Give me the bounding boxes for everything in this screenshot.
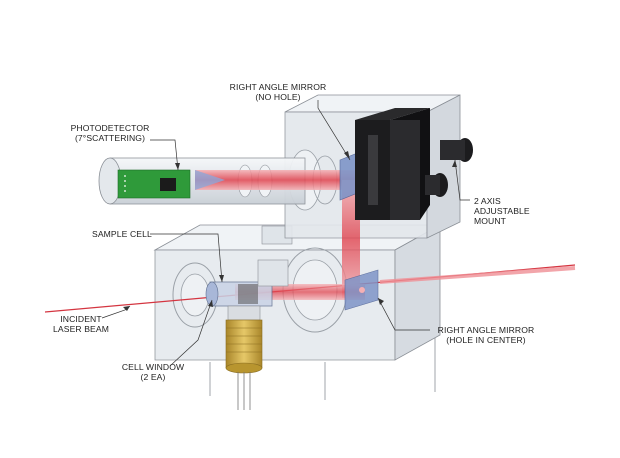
lower-housing-block	[153, 224, 442, 400]
label-photodetector-line2: (7°SCATTERING)	[74, 133, 146, 143]
label-cell-window: CELL WINDOW (2 EA)	[118, 362, 188, 382]
sample-cell	[205, 259, 289, 307]
scattered-beam-horizontal	[195, 170, 360, 190]
leader-lines	[101, 100, 470, 367]
label-mount: 2 AXIS ADJUSTABLE MOUNT	[474, 196, 554, 226]
label-mirror-top-line1: RIGHT ANGLE MIRROR	[229, 82, 327, 92]
photodetector-pcb	[117, 169, 191, 199]
label-incident-line2: LASER BEAM	[53, 324, 109, 334]
label-photodetector-line1: PHOTODETECTOR	[70, 123, 150, 133]
label-incident-laser-beam: INCIDENT LASER BEAM	[46, 314, 116, 334]
label-window-line2: (2 EA)	[140, 372, 166, 382]
label-mount-line2: ADJUSTABLE	[474, 206, 530, 216]
adjustable-mount	[355, 108, 473, 220]
label-mirror-bottom-line1: RIGHT ANGLE MIRROR	[437, 325, 535, 335]
label-sample-cell-line1: SAMPLE CELL	[92, 229, 152, 239]
label-mount-line3: MOUNT	[474, 216, 507, 226]
leader-arrowheads	[123, 151, 457, 311]
brass-fitting	[225, 305, 263, 410]
label-sample-cell: SAMPLE CELL	[92, 229, 162, 239]
label-mirror-hole-center: RIGHT ANGLE MIRROR (HOLE IN CENTER)	[426, 325, 546, 345]
label-mount-line1: 2 AXIS	[474, 196, 501, 206]
photodetector-chip	[160, 178, 176, 191]
label-mirror-bottom-line2: (HOLE IN CENTER)	[446, 335, 526, 345]
label-photodetector: PHOTODETECTOR (7°SCATTERING)	[60, 123, 160, 143]
mirror-center-hole	[359, 287, 365, 293]
label-mirror-top-line2: (NO HOLE)	[255, 92, 301, 102]
label-mirror-no-hole: RIGHT ANGLE MIRROR (NO HOLE)	[218, 82, 338, 102]
label-incident-line1: INCIDENT	[60, 314, 102, 324]
label-window-line1: CELL WINDOW	[121, 362, 185, 372]
